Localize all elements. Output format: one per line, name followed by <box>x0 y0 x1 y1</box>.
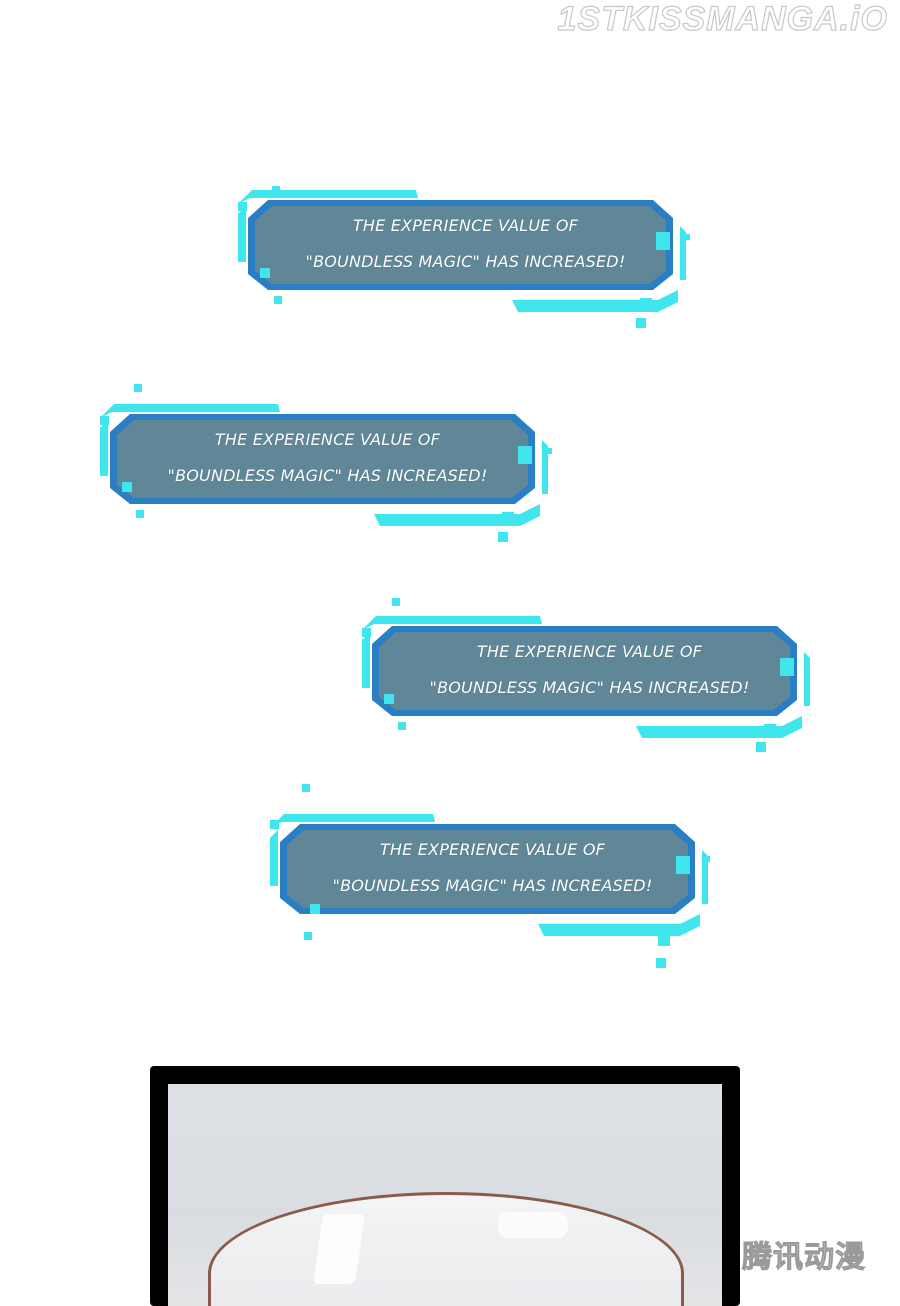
notification-line-1: THE EXPERIENCE VALUE OF <box>352 216 579 235</box>
panel-frame-graphic <box>270 784 710 968</box>
notification-line-2: "BOUNDLESS MAGIC" HAS INCREASED! <box>167 466 488 485</box>
notification-text: THE EXPERIENCE VALUE OF "BOUNDLESS MAGIC… <box>392 630 787 710</box>
notification-line-1: THE EXPERIENCE VALUE OF <box>214 430 441 449</box>
notification-line-1: THE EXPERIENCE VALUE OF <box>379 840 606 859</box>
publisher-watermark: 腾讯动漫 <box>742 1240 866 1276</box>
panel-frame-graphic <box>100 384 552 542</box>
notification-panel-4: THE EXPERIENCE VALUE OF "BOUNDLESS MAGIC… <box>260 784 720 968</box>
notification-line-2: "BOUNDLESS MAGIC" HAS INCREASED! <box>429 678 750 697</box>
notification-text: THE EXPERIENCE VALUE OF "BOUNDLESS MAGIC… <box>130 418 525 498</box>
glass-bowl-illustration <box>208 1192 684 1306</box>
notification-text: THE EXPERIENCE VALUE OF "BOUNDLESS MAGIC… <box>268 204 663 284</box>
notification-panel-1: THE EXPERIENCE VALUE OF "BOUNDLESS MAGIC… <box>228 170 690 330</box>
panel-frame-graphic <box>238 186 690 328</box>
notification-panel-2: THE EXPERIENCE VALUE OF "BOUNDLESS MAGIC… <box>90 384 552 544</box>
site-watermark: 1STKISSMANGA.iO <box>557 0 888 39</box>
comic-panel-frame <box>150 1066 740 1306</box>
notification-line-2: "BOUNDLESS MAGIC" HAS INCREASED! <box>332 876 653 895</box>
notification-text: THE EXPERIENCE VALUE OF "BOUNDLESS MAGIC… <box>300 828 685 908</box>
bowl-highlight <box>498 1212 568 1238</box>
comic-panel-image <box>168 1084 722 1306</box>
notification-panel-3: THE EXPERIENCE VALUE OF "BOUNDLESS MAGIC… <box>352 596 812 756</box>
notification-line-1: THE EXPERIENCE VALUE OF <box>476 642 703 661</box>
panel-frame-graphic <box>362 598 810 752</box>
notification-line-2: "BOUNDLESS MAGIC" HAS INCREASED! <box>305 252 626 271</box>
